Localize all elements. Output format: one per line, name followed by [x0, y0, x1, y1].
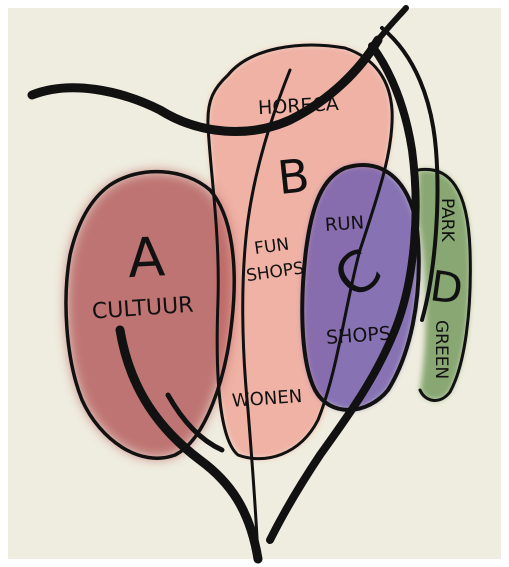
- zone-d-letter: D: [427, 261, 466, 314]
- zone-a-letter: A: [126, 225, 166, 290]
- zone-c-label-top: RUN: [324, 212, 365, 236]
- zone-d-label-bottom: GREEN: [431, 320, 451, 379]
- zone-c-label-bottom: SHOPS: [325, 323, 391, 349]
- zone-b-letter: B: [275, 148, 312, 205]
- zone-d-label-top: PARK: [437, 198, 457, 243]
- zone-b-label-top: HORECA: [258, 93, 340, 119]
